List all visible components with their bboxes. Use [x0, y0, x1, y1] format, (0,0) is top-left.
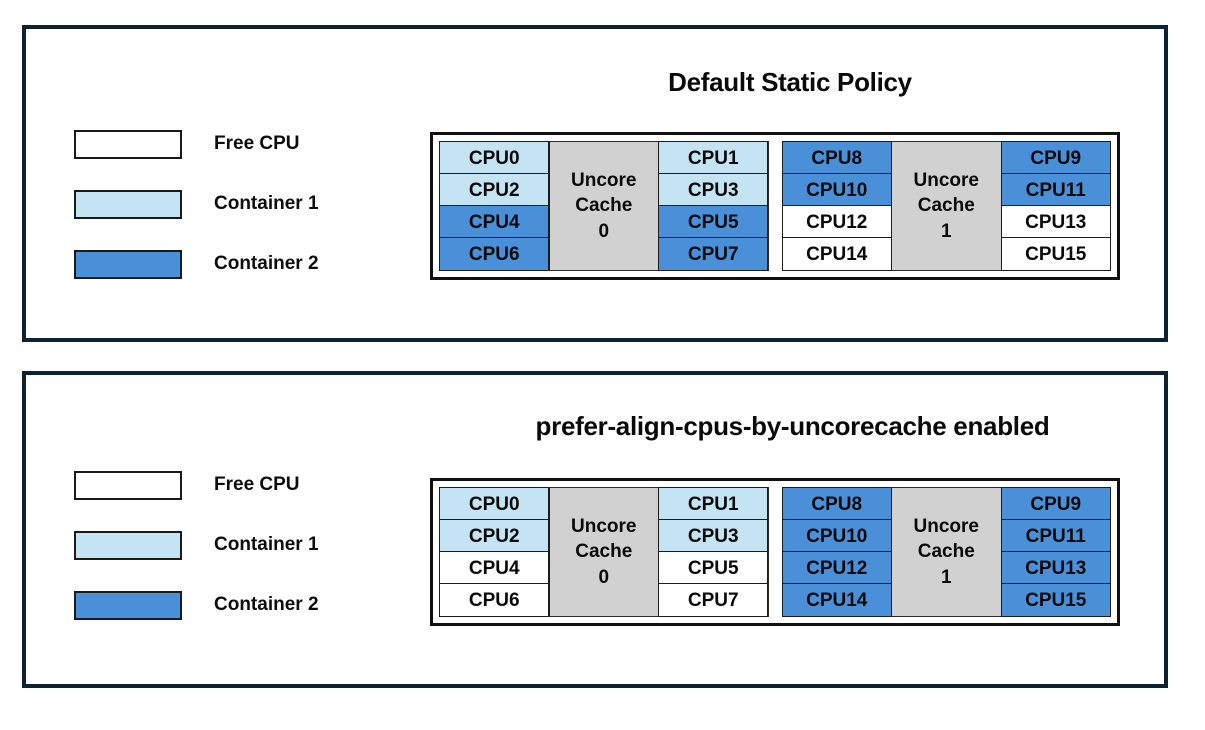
cpu-cell-cpu0: CPU0 — [439, 141, 550, 175]
cpu-cell-cpu9: CPU9 — [1000, 487, 1111, 521]
legend-item-free-cpu: Free CPU — [74, 114, 319, 174]
uncore-cache-line: 1 — [940, 566, 952, 588]
legend-swatch-free-cpu — [74, 129, 182, 159]
uncore-cache-line: Cache — [917, 195, 975, 217]
cpu-cell-cpu5: CPU5 — [658, 205, 769, 239]
uncore-cache-line: Cache — [575, 541, 633, 563]
uncore-cache-line: Uncore — [571, 516, 637, 538]
cpu-cell-cpu13: CPU13 — [1000, 205, 1111, 239]
cpu-cell-cpu3: CPU3 — [658, 173, 769, 207]
uncore-cache-line: Uncore — [913, 516, 979, 538]
cpu-cell-cpu8: CPU8 — [781, 141, 892, 175]
cpu-cell-cpu4: CPU4 — [439, 551, 550, 585]
cpu-cell-cpu6: CPU6 — [439, 237, 550, 271]
uncore-cache-line: Cache — [575, 195, 633, 217]
legend-label-container-2: Container 2 — [214, 594, 319, 615]
cpu-cell-cpu8: CPU8 — [781, 487, 892, 521]
cpu-cell-cpu11: CPU11 — [1000, 519, 1111, 553]
cpu-cell-cpu6: CPU6 — [439, 583, 550, 617]
legend-item-container-2: Container 2 — [74, 575, 319, 635]
legend-label-free-cpu: Free CPU — [214, 474, 300, 495]
cpu-cell-cpu4: CPU4 — [439, 205, 550, 239]
legend: Free CPU Container 1 Container 2 — [74, 455, 319, 635]
cpu-cell-cpu1: CPU1 — [658, 487, 769, 521]
legend-item-free-cpu: Free CPU — [74, 455, 319, 515]
uncore-cache-line: Uncore — [913, 170, 979, 192]
legend: Free CPU Container 1 Container 2 — [74, 114, 319, 294]
legend-label-free-cpu: Free CPU — [214, 133, 300, 154]
uncore-cache-line: 0 — [598, 220, 610, 242]
legend-item-container-1: Container 1 — [74, 515, 319, 575]
uncore-cache-line: 1 — [940, 220, 952, 242]
cpu-cell-cpu0: CPU0 — [439, 487, 550, 521]
legend-item-container-1: Container 1 — [74, 174, 319, 234]
cpu-cell-cpu3: CPU3 — [658, 519, 769, 553]
cpu-cell-cpu9: CPU9 — [1000, 141, 1111, 175]
uncore-cache-line: Cache — [917, 541, 975, 563]
cpu-cell-cpu13: CPU13 — [1000, 551, 1111, 585]
cpu-cell-cpu2: CPU2 — [439, 173, 550, 207]
legend-swatch-container-2 — [74, 249, 182, 279]
legend-swatch-container-1 — [74, 189, 182, 219]
legend-item-container-2: Container 2 — [74, 234, 319, 294]
cpu-cell-cpu7: CPU7 — [658, 237, 769, 271]
diagram-panel-default-static-policy: Default Static Policy Free CPU Container… — [22, 25, 1168, 342]
legend-swatch-container-2 — [74, 590, 182, 620]
cpu-cell-cpu14: CPU14 — [781, 583, 892, 617]
cpu-cell-cpu15: CPU15 — [1000, 237, 1111, 271]
diagram-panel-prefer-align-cpus-by-uncorecache: prefer-align-cpus-by-uncorecache enabled… — [22, 371, 1168, 688]
cpu-cell-cpu7: CPU7 — [658, 583, 769, 617]
legend-label-container-1: Container 1 — [214, 534, 319, 555]
cpu-cell-cpu12: CPU12 — [781, 551, 892, 585]
cpu-cell-cpu10: CPU10 — [781, 173, 892, 207]
panel-title: Default Static Policy — [668, 67, 912, 97]
legend-swatch-free-cpu — [74, 470, 182, 500]
cpu-cell-cpu2: CPU2 — [439, 519, 550, 553]
cpu-cell-cpu15: CPU15 — [1000, 583, 1111, 617]
cpu-cell-cpu1: CPU1 — [658, 141, 769, 175]
uncore-cache-line: Uncore — [571, 170, 637, 192]
cpu-cell-cpu14: CPU14 — [781, 237, 892, 271]
uncore-cache-line: 0 — [598, 566, 610, 588]
legend-label-container-1: Container 1 — [214, 193, 319, 214]
cpu-cell-cpu12: CPU12 — [781, 205, 892, 239]
cpu-cell-cpu5: CPU5 — [658, 551, 769, 585]
legend-swatch-container-1 — [74, 530, 182, 560]
panel-title: prefer-align-cpus-by-uncorecache enabled — [535, 411, 1050, 441]
legend-label-container-2: Container 2 — [214, 253, 319, 274]
cpu-cell-cpu10: CPU10 — [781, 519, 892, 553]
cpu-cell-cpu11: CPU11 — [1000, 173, 1111, 207]
